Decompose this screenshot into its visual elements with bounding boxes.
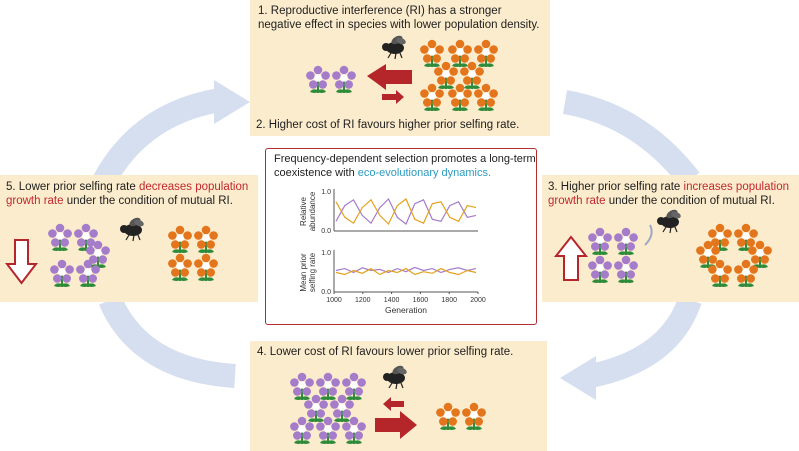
x-tick-label: 1000 xyxy=(326,297,342,304)
x-tick-label: 1400 xyxy=(384,297,400,304)
bottom-orange-flowers xyxy=(435,401,487,431)
top-panel xyxy=(250,0,550,136)
y-axis-label: selfing rate xyxy=(308,252,317,292)
top-purple-flowers xyxy=(305,64,357,94)
step5-suffix: under the condition of mutual RI. xyxy=(63,195,233,207)
top-small-arrow-right xyxy=(382,90,404,104)
y-tick-label: 0.0 xyxy=(321,289,331,296)
top-big-arrow-left xyxy=(367,64,412,90)
y-tick-label: 1.0 xyxy=(321,250,331,257)
bottom-purple-flowers xyxy=(289,371,367,445)
step5-highlight: decreases population growth rate xyxy=(6,181,249,207)
left-orange-flowers xyxy=(167,224,219,282)
bee-icon xyxy=(381,33,408,60)
cycle-arrowhead-top xyxy=(214,80,250,124)
step1-text: 1. Reproductive interference (RI) has a … xyxy=(258,5,540,31)
right-purple-flowers xyxy=(587,226,639,284)
center-title-highlight: eco-evolutionary dynamics. xyxy=(357,166,492,179)
x-tick-label: 1200 xyxy=(355,297,371,304)
y-axis-label: Mean prior xyxy=(299,253,308,292)
series-line-1 xyxy=(335,267,477,276)
top-orange-flowers xyxy=(419,38,499,112)
y-tick-label: 0.0 xyxy=(321,228,331,235)
center-panel: Frequency-dependent selection promotes a… xyxy=(265,148,537,325)
step3-highlight: increases population growth rate xyxy=(548,181,790,207)
step4-text: 4. Lower cost of RI favours lower prior … xyxy=(257,346,514,358)
x-tick-label: 2000 xyxy=(470,297,486,304)
cycle-arc-top-right xyxy=(562,90,700,188)
series-line-1 xyxy=(335,198,477,226)
y-axis-label: abundance xyxy=(308,191,317,231)
series-line-0 xyxy=(335,197,477,225)
x-axis-label: Generation xyxy=(385,305,427,315)
bottom-big-arrow-right xyxy=(375,411,417,439)
down-arrow-icon xyxy=(4,239,39,285)
deflect-arc xyxy=(644,224,653,246)
bee-icon xyxy=(119,215,146,242)
center-title-prefix: Frequency-dependent selection promotes a… xyxy=(274,153,536,179)
step3-prefix: 3. Higher prior selfing rate xyxy=(548,181,684,193)
center-title: Frequency-dependent selection promotes a… xyxy=(274,153,536,180)
bee-icon xyxy=(656,207,683,234)
step2-text: 2. Higher cost of RI favours higher prio… xyxy=(256,119,520,131)
step5-prefix: 5. Lower prior selfing rate xyxy=(6,181,139,193)
bottom-small-arrow-left xyxy=(383,397,404,411)
cycle-arrowhead-bottom xyxy=(560,356,596,400)
cycle-arc-bottom-left xyxy=(98,294,236,388)
y-tick-label: 1.0 xyxy=(321,189,331,196)
step5-text: 5. Lower prior selfing rate decreases po… xyxy=(6,180,256,208)
cycle-arc-bottom-right xyxy=(587,295,702,388)
series-line-0 xyxy=(335,266,477,274)
y-axis-label: Relative xyxy=(299,197,308,226)
step3-suffix: under the condition of mutual RI. xyxy=(605,195,775,207)
x-tick-label: 1800 xyxy=(441,297,457,304)
up-arrow-icon xyxy=(553,235,589,281)
step3-text: 3. Higher prior selfing rate increases p… xyxy=(548,180,796,208)
right-orange-flowers xyxy=(695,222,773,288)
x-tick-label: 1600 xyxy=(413,297,429,304)
right-panel xyxy=(542,175,799,302)
left-purple-flowers xyxy=(47,222,111,288)
bee-icon xyxy=(382,363,409,390)
